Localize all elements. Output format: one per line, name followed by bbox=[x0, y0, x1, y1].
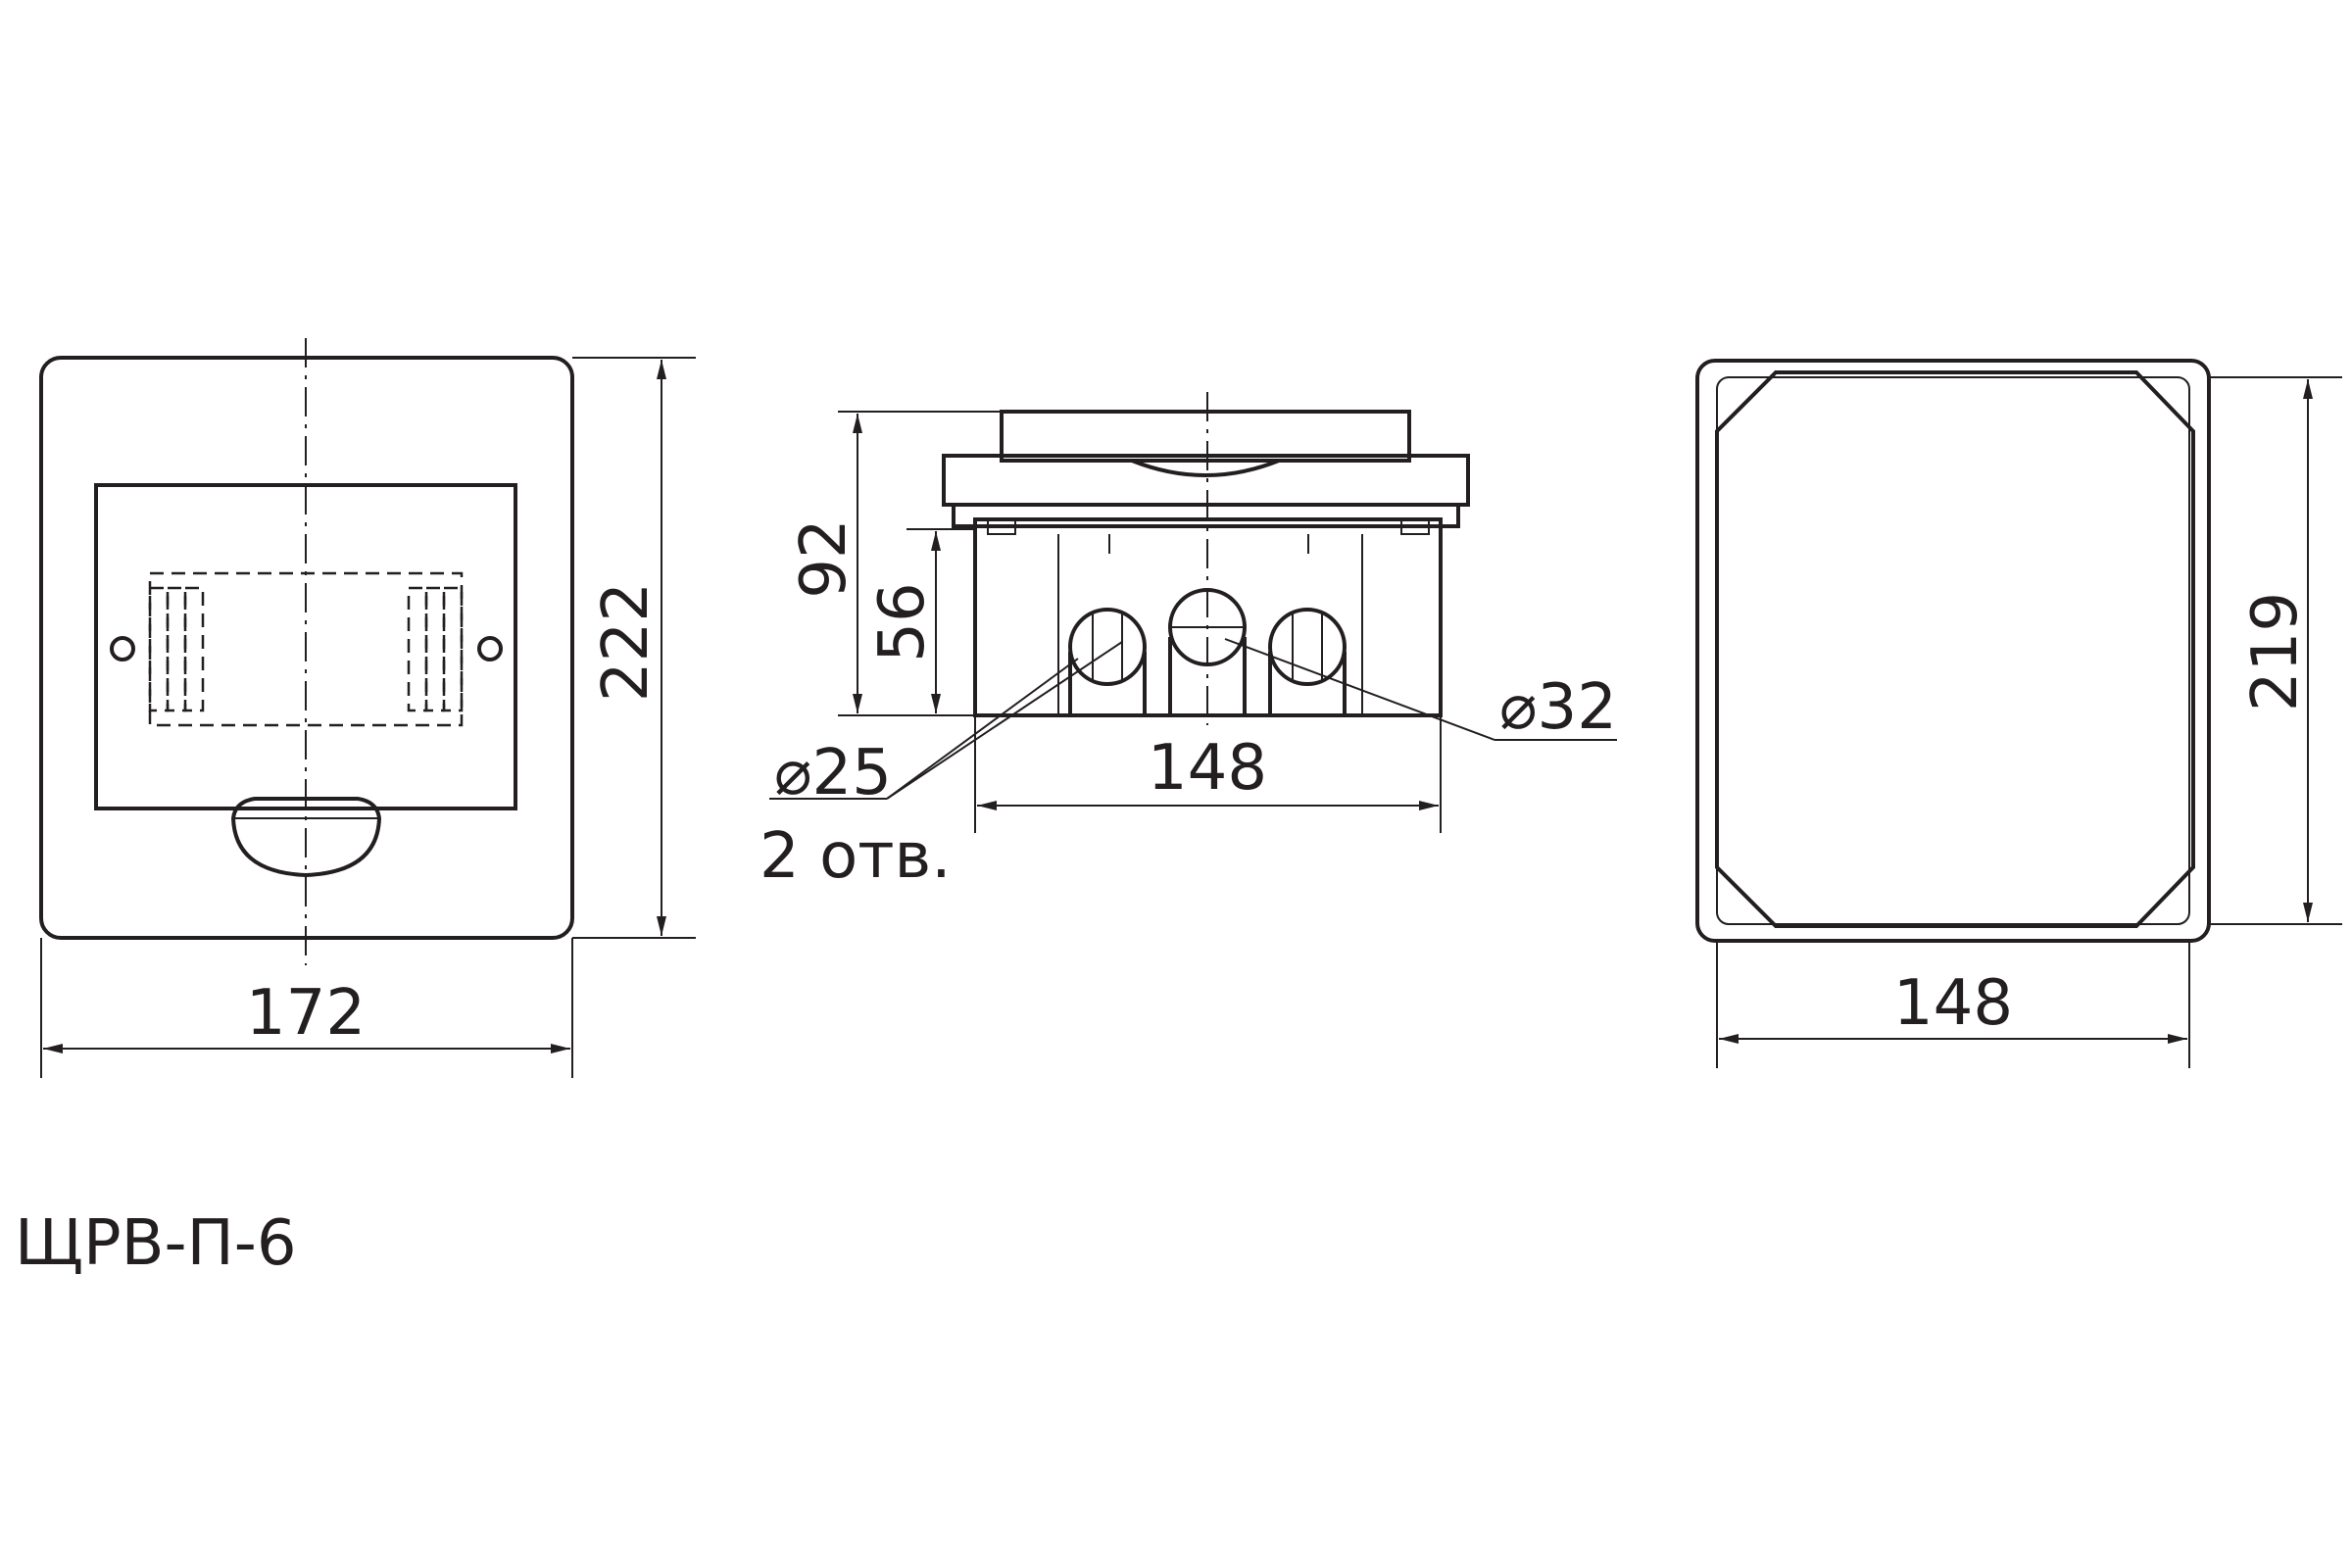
back-width-label: 148 bbox=[1893, 967, 2013, 1040]
back-view: 219 148 bbox=[1695, 359, 2342, 1068]
screw-right bbox=[477, 636, 503, 662]
model-label: ЩРВ-П-6 bbox=[15, 1207, 297, 1280]
cover-top bbox=[1000, 410, 1411, 463]
small-hole-leader bbox=[886, 641, 1123, 800]
box-depth-label: 56 bbox=[866, 582, 939, 662]
front-width-label: 172 bbox=[246, 977, 366, 1050]
large-hole-leader bbox=[1224, 638, 1495, 741]
screw-left bbox=[110, 636, 135, 662]
back-inner bbox=[1716, 376, 2190, 925]
back-height-label: 219 bbox=[2239, 592, 2312, 711]
side-width-label: 148 bbox=[1148, 732, 1267, 805]
total-depth-label: 92 bbox=[788, 518, 860, 598]
small-hole-diameter-label: ⌀25 bbox=[774, 737, 892, 809]
door-handle bbox=[230, 797, 382, 878]
back-outline bbox=[1695, 359, 2211, 943]
cover-handle bbox=[1131, 459, 1280, 477]
front-height-label: 222 bbox=[590, 582, 662, 702]
back-chamfered-panel bbox=[1715, 370, 2195, 928]
knockout-right bbox=[1268, 608, 1347, 715]
front-view: 222 172 bbox=[39, 338, 696, 1078]
flange-lip bbox=[952, 503, 1460, 528]
knockout-left bbox=[1068, 608, 1147, 715]
side-view: 92 56 148 ⌀25 2 отв. ⌀32 bbox=[760, 392, 1617, 893]
small-hole-count-label: 2 отв. bbox=[760, 820, 952, 893]
large-hole-diameter-label: ⌀32 bbox=[1499, 671, 1617, 744]
cover-flange bbox=[942, 454, 1470, 507]
